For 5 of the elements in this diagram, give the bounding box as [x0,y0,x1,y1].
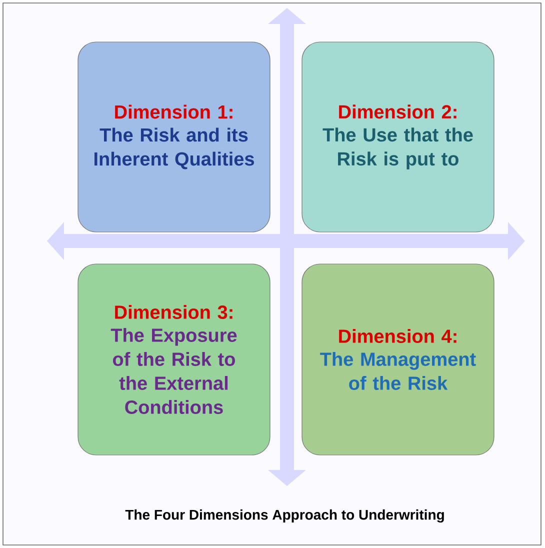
rounded-box: Dimension 3: The Exposure of the Risk to the External Conditions [78,264,270,456]
caption: The Four Dimensions Approach to Underwriting [125,509,444,523]
rounded-box: Dimension 1: The Risk and its Inherent Qualities [78,42,270,232]
rounded-box: Dimension 2: The Use that the Risk is put to [302,42,494,232]
rounded-box: Dimension 4: The Management of the Risk [302,264,494,456]
